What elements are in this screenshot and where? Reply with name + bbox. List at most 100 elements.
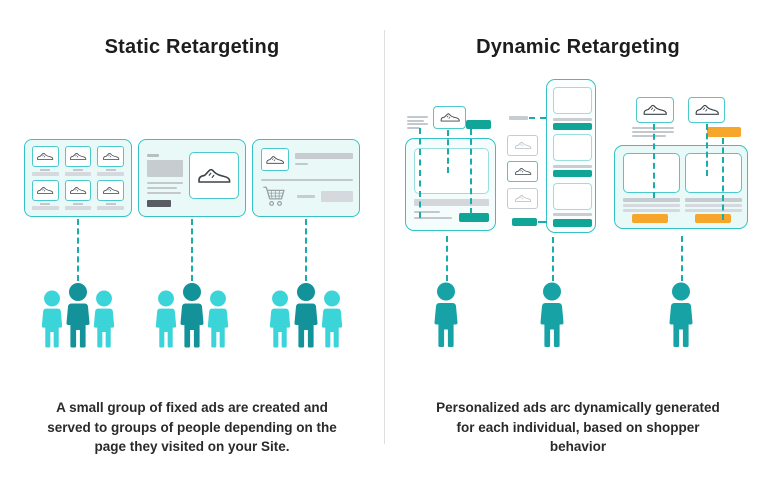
text-line — [414, 216, 452, 219]
cart-icon — [262, 185, 286, 207]
dynamic-ad-card-vertical — [546, 79, 596, 233]
behavior-signal-chip — [512, 218, 537, 226]
text-bar — [64, 206, 92, 210]
text-bar — [32, 172, 59, 176]
dashed-connector — [721, 138, 724, 220]
product-cell — [64, 146, 92, 176]
dashed-connector — [551, 237, 554, 281]
shoe-icon — [514, 140, 532, 151]
ad-image-placeholder — [685, 153, 742, 193]
behavior-text-line — [407, 119, 424, 122]
text-bar — [552, 213, 592, 216]
text-line — [295, 163, 308, 165]
dashed-connector — [76, 219, 79, 281]
text-bar — [623, 209, 680, 212]
dashed-connector — [304, 219, 307, 281]
ad-image-placeholder — [552, 183, 592, 210]
text-bar — [685, 204, 742, 207]
static-ad-card-product-grid — [24, 139, 132, 217]
text-line — [147, 182, 183, 184]
dashed-connector — [680, 236, 683, 281]
cta-teal-bar — [552, 219, 592, 227]
cta-orange-bar — [632, 214, 668, 223]
product-cell — [64, 180, 92, 210]
text-dash — [40, 169, 51, 171]
behavior-text-line — [632, 135, 666, 137]
hero-product-tile — [189, 152, 239, 199]
dynamic-retargeting-title: Dynamic Retargeting — [476, 36, 680, 58]
product-cell — [97, 180, 124, 210]
text-bar — [623, 204, 680, 207]
person-icon — [540, 282, 564, 347]
text-dash — [105, 169, 116, 171]
shoe-icon — [69, 151, 87, 162]
text-dash — [72, 203, 83, 205]
behavior-signal-bar — [509, 115, 528, 120]
shoe-icon — [694, 102, 720, 118]
behavior-text-line — [407, 126, 420, 129]
text-tag — [147, 154, 159, 157]
ad-image-placeholder — [552, 134, 592, 161]
product-option-tile-selected — [507, 161, 538, 182]
text-bar — [64, 172, 92, 176]
dynamic-ad-card-2up — [614, 145, 748, 229]
shoe-icon — [439, 111, 461, 124]
ad-image-placeholder — [414, 148, 489, 194]
shoe-icon — [642, 102, 668, 118]
headline-bar — [414, 199, 489, 206]
cta-button-bar — [321, 191, 353, 202]
product-cell — [32, 180, 59, 210]
dashed-connector — [538, 221, 547, 223]
shoe-icon — [36, 185, 54, 196]
text-dash — [105, 203, 116, 205]
shoe-icon — [514, 166, 532, 177]
ad-image-placeholder — [623, 153, 680, 193]
product-tile — [32, 180, 59, 201]
viewed-product-tile — [433, 106, 466, 129]
shoe-icon — [514, 193, 532, 204]
text-line — [147, 192, 181, 194]
static-ad-card-hero — [138, 139, 246, 217]
product-tile — [261, 148, 289, 171]
shoe-icon — [265, 154, 285, 166]
behavior-text-line — [407, 123, 428, 125]
dashed-connector — [705, 124, 708, 176]
static-retargeting-title: Static Retargeting — [104, 36, 280, 58]
behavior-signal-chip — [466, 120, 491, 129]
dashed-connector — [445, 236, 448, 281]
shoe-icon — [196, 165, 232, 187]
dynamic-retargeting-caption: Personalized ads arc dynamically generat… — [436, 400, 720, 455]
dashed-connector — [418, 128, 421, 218]
panel-divider — [384, 30, 385, 444]
dashed-connector — [469, 129, 472, 214]
card-divider — [261, 179, 353, 181]
product-grid — [25, 140, 131, 216]
cta-teal-bar — [552, 123, 592, 130]
text-dash — [72, 169, 83, 171]
static-retargeting-caption: A small group of fixed ads are created a… — [47, 400, 337, 455]
product-tile — [97, 180, 124, 201]
shoe-icon — [69, 185, 87, 196]
shoe-icon — [102, 185, 120, 196]
headline-bar — [295, 153, 353, 159]
product-tile — [97, 146, 124, 167]
dashed-connector — [190, 219, 193, 281]
audience-group-icon — [155, 283, 229, 348]
text-bar — [552, 118, 592, 121]
product-option-tile — [507, 188, 538, 209]
text-bar — [97, 172, 124, 176]
product-tile — [64, 180, 92, 201]
text-line — [414, 211, 440, 213]
text-dash — [297, 195, 315, 198]
audience-group-icon — [269, 283, 343, 348]
product-cell — [32, 146, 59, 176]
cta-teal-bar — [459, 213, 489, 222]
cta-teal-bar — [552, 170, 592, 177]
text-bar — [32, 206, 59, 210]
static-ad-card-cart — [252, 139, 360, 217]
shoe-icon — [102, 151, 120, 162]
person-icon — [669, 282, 693, 347]
behavior-orange-chip — [707, 127, 741, 137]
text-bar — [552, 165, 592, 168]
